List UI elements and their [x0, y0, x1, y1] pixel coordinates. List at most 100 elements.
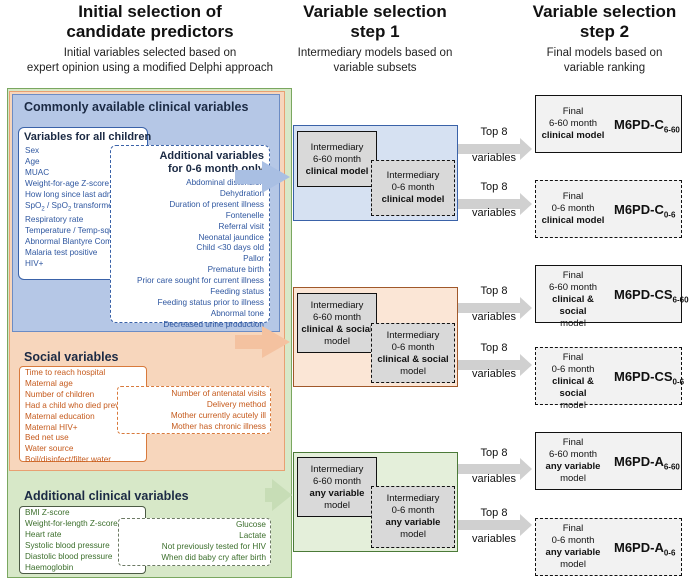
final-model-3: Final 6-60 month clinical & social model… — [535, 265, 689, 329]
variables-text: variables — [471, 207, 517, 219]
final-model-6-desc: Final 0-6 month any variable model — [538, 523, 608, 571]
line: 6-60 month — [548, 449, 598, 460]
line: clinical & social — [298, 324, 376, 336]
line: Intermediary — [310, 300, 364, 311]
final-model-6-name: M6PD-A0-6 — [614, 540, 675, 558]
intermediary-any-6-60: Intermediary 6-60 month any variable mod… — [297, 457, 377, 517]
line: 0-6 month — [551, 364, 595, 375]
name-sub: 0-6 — [672, 377, 685, 387]
name-sub: 6-60 — [663, 125, 680, 135]
list-item: Not previously tested for HIV — [161, 541, 266, 551]
arrow-clinical-icon — [235, 161, 290, 193]
arrow-top8-4-icon — [458, 354, 532, 376]
top8-label-5: Top 8 — [463, 447, 525, 460]
final-model-2-desc: Final 0-6 month clinical model — [538, 191, 608, 227]
final-model-1: Final 6-60 month clinical model M6PD-C6-… — [535, 95, 682, 153]
list-item: Time to reach hospital — [25, 368, 106, 377]
final-model-3-desc: Final 6-60 month clinical & social model — [538, 270, 608, 330]
arrow-social-icon — [235, 326, 290, 358]
line: clinical & social — [538, 294, 608, 318]
final-model-1-desc: Final 6-60 month clinical model — [538, 106, 608, 142]
bold-term: clinical & social — [377, 354, 449, 365]
bold-term: clinical model — [541, 130, 605, 141]
col3-title-line2: step 2 — [579, 22, 630, 41]
variables-label-5: variables — [463, 473, 525, 486]
final-model-5: Final 6-60 month any variable model M6PD… — [535, 432, 682, 490]
list-item: Respiratory rate — [25, 215, 84, 225]
list-item: Systolic blood pressure — [25, 540, 110, 550]
line: 0-6 month — [391, 342, 435, 353]
line: Intermediary — [310, 464, 364, 475]
arrow-top8-6-icon — [458, 514, 532, 536]
line: clinical model — [372, 194, 454, 206]
top8-text: Top 8 — [480, 126, 508, 138]
variables-text: variables — [471, 152, 517, 164]
social-title: Social variables — [24, 350, 119, 364]
line: model — [400, 529, 426, 540]
list-item: Haemoglobin — [25, 562, 74, 572]
social-all-list: Time to reach hospital Maternal age Numb… — [25, 368, 175, 466]
name-sub: 0-6 — [663, 210, 676, 220]
line: model — [560, 559, 586, 570]
intermediary-clinical-6-60: Intermediary 6-60 month clinical model — [297, 131, 377, 187]
list-item: Mother has chronic illness — [171, 421, 266, 431]
bold-term: clinical & social — [552, 376, 594, 399]
top8-text: Top 8 — [480, 285, 508, 297]
line: 0-6 month — [551, 203, 595, 214]
line: Final — [562, 523, 584, 534]
name-sub: 6-60 — [672, 295, 689, 305]
bold-term: clinical & social — [552, 294, 594, 317]
list-item: Dehydration — [219, 188, 264, 198]
line: 0-6 month — [551, 535, 595, 546]
list-item: Boil/disinfect/filter water — [25, 455, 112, 465]
line: 6-60 month — [312, 312, 362, 323]
list-item: Abnormal tone — [210, 308, 264, 318]
list-item: BMI Z-score — [25, 508, 70, 517]
list-item: Child <30 days old — [196, 243, 264, 253]
col3-title: Variable selection step 2 — [520, 2, 689, 42]
top8-label-3: Top 8 — [463, 285, 525, 298]
final-model-4: Final 0-6 month clinical & social model … — [535, 347, 684, 411]
final-model-4-name: M6PD-CS0-6 — [614, 369, 684, 387]
top8-label-4: Top 8 — [463, 342, 525, 355]
name-text: M6PD-A — [614, 540, 664, 555]
list-item: Had a child who died previously — [25, 400, 141, 410]
bold-term: clinical & social — [301, 324, 373, 335]
name-text: M6PD-CS — [614, 287, 673, 302]
line: clinical & social — [372, 354, 454, 366]
line: 0-6 month — [391, 182, 435, 193]
bold-term: any variable — [309, 488, 365, 499]
name-text: M6PD-A — [614, 454, 664, 469]
name-sub: 0-6 — [663, 548, 676, 558]
line: model — [324, 500, 350, 511]
additional-extra-list: Glucose Lactate Not previously tested fo… — [120, 520, 266, 564]
variables-label-4: variables — [463, 368, 525, 381]
list-item: Abnormal Blantyre Coma Scale — [25, 236, 140, 246]
list-item: Neonatal jaundice — [198, 232, 264, 242]
list-item: Temperature / Temp-squared — [25, 225, 130, 235]
list-item: HIV+ — [25, 258, 44, 268]
line: model — [560, 318, 586, 329]
final-model-5-desc: Final 6-60 month any variable model — [538, 437, 608, 485]
line: 0-6 month — [391, 505, 435, 516]
variables-text: variables — [471, 311, 517, 323]
top8-text: Top 8 — [480, 181, 508, 193]
final-model-2-name: M6PD-C0-6 — [614, 202, 675, 220]
list-item: MUAC — [25, 167, 50, 177]
bold-term: any variable — [545, 547, 601, 558]
list-item: When did baby cry after birth — [161, 552, 266, 562]
list-item: How long since last admission — [25, 189, 135, 199]
line: model — [400, 366, 426, 377]
line: Final — [562, 352, 584, 363]
line: Final — [562, 191, 584, 202]
line: 6-60 month — [312, 154, 362, 165]
list-item: Fontenelle — [225, 210, 264, 220]
col3-sub-line1: Final models based on — [546, 47, 663, 59]
list-item: Sex — [25, 146, 40, 155]
top8-label-1: Top 8 — [463, 126, 525, 139]
variables-label-3: variables — [463, 311, 525, 324]
arrow-top8-2-icon — [458, 193, 532, 215]
clinical-title: Commonly available clinical variables — [24, 100, 249, 114]
list-item: Age — [25, 156, 40, 166]
line: Intermediary — [386, 170, 440, 181]
